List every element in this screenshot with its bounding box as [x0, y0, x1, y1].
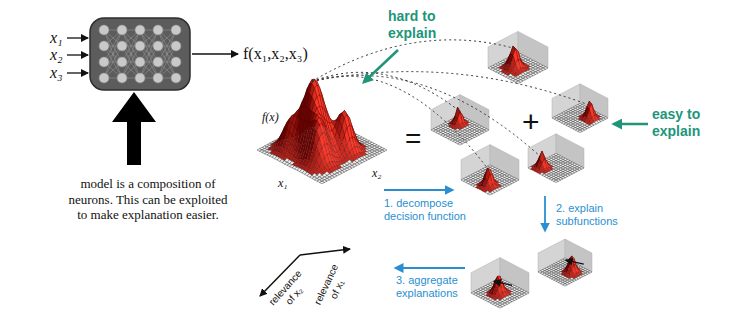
- input-label: x₂: [50, 45, 63, 64]
- network-box: [90, 18, 190, 90]
- axis-label: f(x): [262, 110, 279, 124]
- decision-surface: [257, 79, 387, 184]
- plot-wall: [490, 145, 519, 180]
- neuron: [135, 57, 145, 67]
- neuron: [117, 57, 127, 67]
- synapse-line: [104, 30, 122, 78]
- dotted-link: [312, 72, 460, 111]
- step-arrow: [544, 196, 546, 230]
- neuron: [135, 73, 145, 83]
- plot-wall: [460, 95, 489, 130]
- step-label: 1. decompose decision function: [384, 197, 494, 223]
- explained-surface: [471, 258, 529, 308]
- step-label: 3. aggregate explanations: [396, 274, 476, 300]
- input-label: x₁: [50, 28, 63, 47]
- neuron: [117, 73, 127, 83]
- plot-wall: [538, 239, 565, 272]
- dotted-link: [312, 72, 589, 105]
- synapse-line: [122, 30, 140, 78]
- plot-wall: [556, 134, 584, 168]
- plot-wall: [580, 84, 608, 118]
- explained-surface: [538, 239, 592, 286]
- subfunction-surface: [488, 31, 548, 83]
- operator-symbol: +: [522, 104, 540, 140]
- synapse-line: [158, 30, 176, 78]
- dotted-links: [312, 40, 589, 172]
- dotted-link: [312, 76, 490, 171]
- synapse-line: [122, 30, 140, 78]
- step-label: 2. explain subfunctions: [556, 202, 628, 228]
- dotted-link: [312, 40, 516, 82]
- neuron-graph: [99, 25, 181, 83]
- step-arrow: [384, 189, 452, 191]
- axis-title: relevance of x₂: [264, 265, 317, 320]
- neuron: [153, 41, 163, 51]
- axis-title: relevance of x₁: [310, 258, 354, 315]
- input-label: x₃: [50, 63, 63, 82]
- surface-cell: [488, 192, 493, 195]
- callout-arrow: [364, 50, 398, 82]
- plot-wall: [500, 258, 529, 293]
- callout-arrow: [614, 123, 648, 126]
- relevance-axis: [300, 249, 350, 255]
- subfunction-surface: [528, 134, 584, 183]
- neuron: [153, 57, 163, 67]
- surface-cell: [498, 306, 503, 309]
- synapse-line: [140, 30, 158, 78]
- callout-text: easy to explain: [652, 106, 724, 140]
- callout-text: hard to explain: [388, 8, 460, 42]
- plot-wall: [552, 84, 580, 118]
- neuron: [99, 57, 109, 67]
- surface-cell: [458, 143, 463, 146]
- neuron: [153, 25, 163, 35]
- model-note: model is a composition of neurons. This …: [64, 176, 232, 223]
- output-arrow: [192, 53, 238, 54]
- neuron: [99, 73, 109, 83]
- neuron: [99, 41, 109, 51]
- input-arrow: [67, 37, 88, 38]
- plot-wall: [431, 95, 460, 130]
- step-arrow: [396, 267, 465, 269]
- neuron: [171, 41, 181, 51]
- relevance-arrow: [566, 260, 584, 264]
- axis-label: x₂: [372, 166, 382, 180]
- input-arrow: [67, 54, 88, 55]
- surface-cell: [563, 284, 568, 286]
- axis-label: x₁: [278, 176, 288, 190]
- neuron: [117, 41, 127, 51]
- surface-plots: [257, 31, 608, 308]
- surface-cell: [554, 180, 559, 182]
- neuron: [153, 73, 163, 83]
- neuron: [171, 25, 181, 35]
- relevance-arrow: [494, 281, 512, 285]
- output-label: f(x₁,x₂,x₃): [243, 44, 308, 63]
- surface-cell: [578, 130, 583, 132]
- synapse-line: [104, 30, 122, 78]
- neuron: [117, 25, 127, 35]
- neuron: [171, 73, 181, 83]
- input-arrow: [67, 72, 88, 73]
- dotted-link: [312, 76, 542, 158]
- synapse-line: [158, 30, 176, 78]
- big-up-arrow: [112, 92, 156, 165]
- subfunction-surface: [431, 95, 489, 145]
- neuron: [99, 25, 109, 35]
- plot-wall: [528, 134, 556, 168]
- subfunction-surface: [552, 84, 608, 133]
- neuron: [135, 41, 145, 51]
- plot-wall: [518, 31, 548, 68]
- surface-cell: [320, 181, 325, 184]
- neuron: [135, 25, 145, 35]
- plot-wall: [461, 145, 490, 180]
- subfunction-surface: [461, 145, 519, 195]
- synapse-line: [140, 30, 158, 78]
- neuron: [171, 57, 181, 67]
- operator-symbol: =: [405, 122, 421, 156]
